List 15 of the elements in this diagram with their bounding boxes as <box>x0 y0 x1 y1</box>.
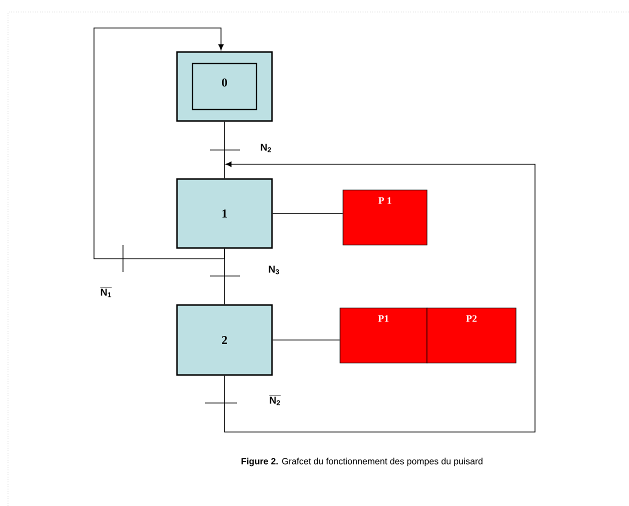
transition-label: $\mathbf{N_3}$ <box>268 266 280 274</box>
transition-label: $\overline{\mathbf{N_1}}$ <box>100 287 112 298</box>
transition-label: $\mathbf{N_2}$ <box>260 144 271 152</box>
action-box: P2 <box>426 308 516 364</box>
arrow <box>94 28 225 260</box>
action-box: P 1 <box>342 190 428 246</box>
connector-line <box>272 213 344 214</box>
step-box: 0 <box>176 51 273 122</box>
connector-line <box>224 121 225 179</box>
step-box: 1 <box>176 178 273 249</box>
caption: Figure 2. Grafcet du fonctionnement des pompes du puisard <box>242 458 482 466</box>
step-box: 2 <box>176 304 273 376</box>
action-box: P1 <box>340 308 428 364</box>
transition-label: $\overline{\mathbf{N_2}}$ <box>269 395 281 406</box>
arrow <box>224 162 536 432</box>
